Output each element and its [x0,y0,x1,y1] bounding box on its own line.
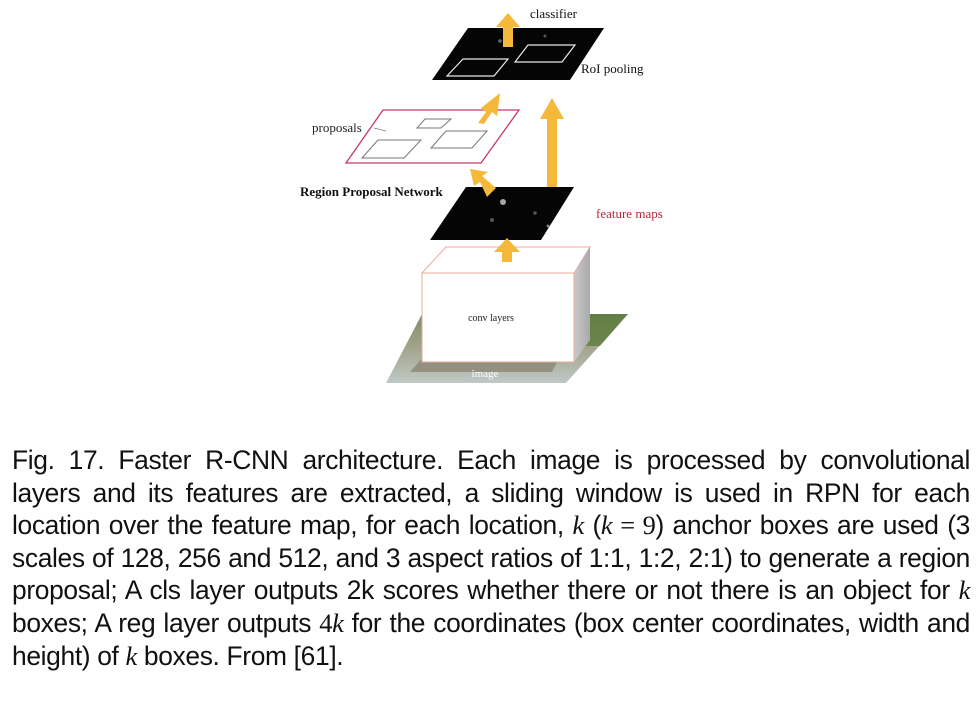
rpn-label: Region Proposal Network [300,184,444,199]
proposals-label: proposals [312,120,362,135]
caption-math-k: k [958,575,971,606]
caption-math-k: k [600,510,613,541]
arrow-roi-to-classifier [496,13,520,47]
arrow-features-to-rpn [470,169,496,197]
figure-caption: Fig. 17. Faster R-CNN architecture. Each… [12,444,970,672]
feature-maps-plane: feature maps [430,187,663,240]
caption-math-k: k [332,607,344,638]
conv-layers-box: conv layers [420,246,591,363]
caption-text-6: boxes. From [61]. [136,640,344,671]
conv-layers-label: conv layers [468,313,514,324]
caption-text-2: ( [583,510,601,541]
arrow-conv-to-features [494,238,520,262]
caption-text-5: for the coordinates (box center coordina… [12,607,970,671]
faster-rcnn-diagram: image conv layers feature maps proposals… [300,6,663,383]
arrow-proposals-to-roi [478,93,500,124]
arrow-features-to-roi [540,98,564,187]
classifier-label: classifier [530,6,578,21]
caption-math-4: 4 [319,607,333,638]
image-label: image [472,368,499,380]
caption-text-1: Fig. 17. Faster R-CNN architecture. Each… [12,445,970,541]
caption-text-4: boxes; A reg layer outputs [12,607,320,638]
caption-math-k: k [572,510,584,541]
caption-text-3: ) anchor boxes are used (3 scales of 128… [12,510,971,606]
caption-math-k: k [125,640,138,671]
proposals-plane: proposals [312,109,521,164]
feature-maps-label: feature maps [596,206,663,221]
caption-math-eq: = 9 [612,510,656,541]
roi-pooling-label: RoI pooling [581,61,644,76]
roi-pooling-plane: RoI pooling [432,28,644,80]
